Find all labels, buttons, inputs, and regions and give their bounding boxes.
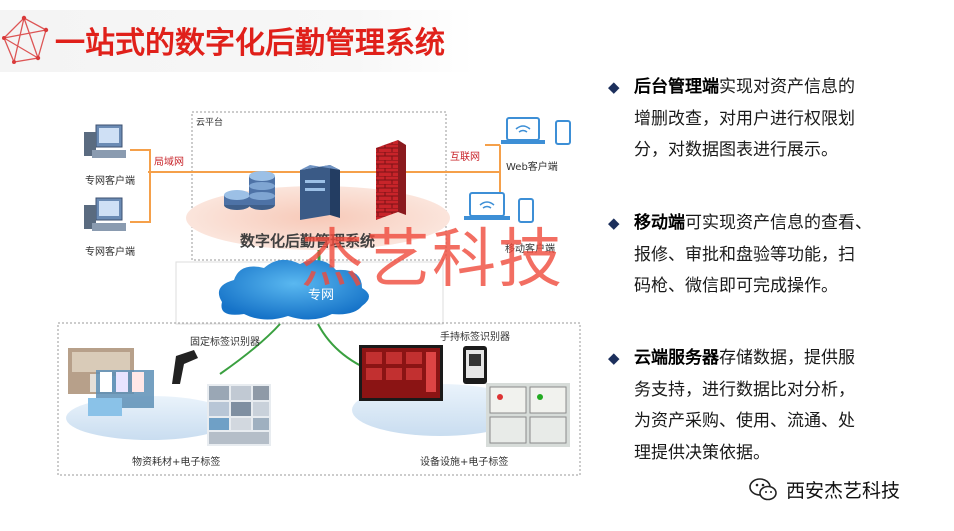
internet-label: 互联网 — [450, 151, 480, 163]
diamond-bullet-icon: ◆ — [608, 78, 620, 96]
firewall-icon — [376, 140, 406, 220]
materials-photo — [68, 348, 154, 416]
cloud-icon — [218, 259, 369, 320]
brand: 西安杰艺科技 — [748, 471, 900, 507]
computer-icon — [84, 197, 126, 231]
bullet-line: 码枪、微信即可完成操作。 — [634, 276, 838, 296]
diamond-bullet-icon: ◆ — [608, 349, 620, 367]
bullet-line: 报修、审批和盘验等功能，扫 — [634, 244, 855, 265]
bullet-bold: 云端服务器 — [634, 348, 719, 368]
fixed-reader-label: 固定标签识别器 — [190, 335, 260, 348]
phone-icon — [555, 120, 571, 145]
lan-bracket — [130, 149, 151, 223]
materials-label: 物资耗材+电子标签 — [132, 455, 220, 468]
bullet-line: 增删改查，对用户进行权限划 — [634, 108, 855, 129]
cloud-platform-label: 云平台 — [196, 116, 223, 128]
handheld-reader-label: 手持标签识别器 — [440, 330, 510, 343]
bullet-backend: ◆ 后台管理端实现对资产信息的 增删改查，对用户进行权限划 分，对数据图表进行展… — [608, 72, 898, 167]
bullet-text: 实现对资产信息的 — [719, 77, 855, 97]
system-label: 数字化后勤管理系统 — [240, 232, 375, 250]
private-client-2-label: 专网客户端 — [85, 245, 135, 258]
bullet-cloud: ◆ 云端服务器存储数据，提供服 务支持，进行数据比对分析， 为资产采购、使用、流… — [608, 343, 898, 469]
mobile-client-label: 移动客户端 — [505, 242, 555, 255]
computer-icon — [84, 124, 126, 158]
web-client-label: Web客户端 — [506, 160, 558, 173]
page-title: 一站式的数字化后勤管理系统 — [55, 26, 445, 61]
cabinet-photo — [359, 345, 443, 401]
equipment-label: 设备设施+电子标签 — [420, 455, 508, 468]
bullet-text: 可实现资产信息的查看、 — [685, 213, 872, 233]
phone-icon — [463, 346, 487, 384]
bullet-line: 分，对数据图表进行展示。 — [634, 140, 838, 160]
laptop-icon — [464, 192, 510, 220]
bullet-line: 务支持，进行数据比对分析， — [634, 379, 855, 400]
connector-fixed — [219, 323, 281, 375]
diamond-bullet-icon: ◆ — [608, 214, 620, 232]
bullet-text: 存储数据，提供服 — [719, 348, 855, 368]
brand-text: 西安杰艺科技 — [786, 479, 901, 502]
logo-icon — [2, 15, 49, 64]
watermark: 杰艺科技 — [300, 223, 564, 297]
private-net-label: 专网 — [308, 288, 334, 303]
private-client-1-label: 专网客户端 — [85, 174, 135, 187]
lan-label: 局域网 — [154, 155, 184, 168]
wechat-icon — [749, 478, 777, 501]
electrical-panel-photo — [486, 383, 570, 447]
terminal-box — [57, 322, 581, 476]
bullet-line: 理提供决策依据。 — [634, 442, 770, 463]
laptop-icon — [501, 117, 545, 144]
title-band — [0, 10, 475, 72]
label-photo — [207, 384, 271, 446]
bullet-bold: 后台管理端 — [634, 77, 719, 97]
server-stack-icon — [224, 171, 275, 210]
barcode-scanner-icon — [172, 350, 198, 384]
phone-icon — [518, 198, 534, 223]
bullet-mobile: ◆ 移动端可实现资产信息的查看、 报修、审批和盘验等功能，扫 码枪、微信即可完成… — [608, 208, 898, 303]
bullet-bold: 移动端 — [634, 213, 685, 233]
bullet-line: 为资产采购、使用、流通、处 — [634, 411, 855, 431]
server-tower-icon — [300, 165, 340, 220]
